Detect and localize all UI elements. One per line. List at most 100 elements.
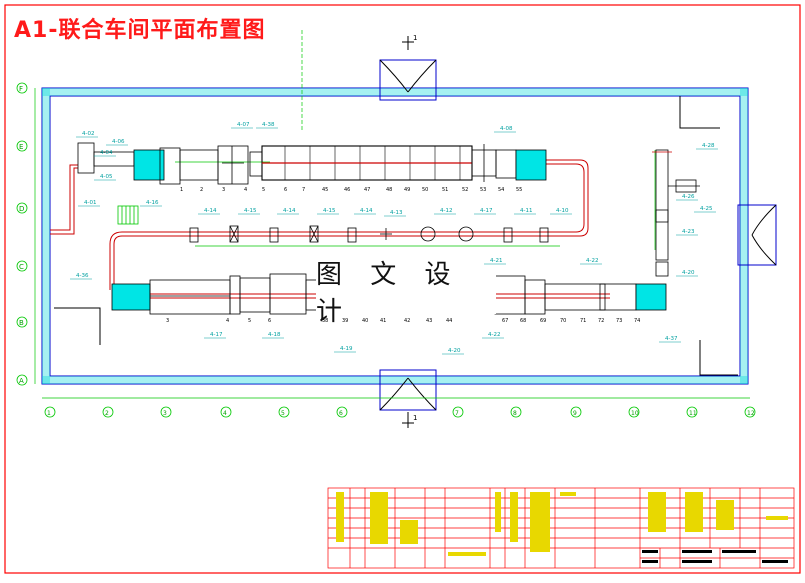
column-axis-bubble bbox=[686, 406, 698, 418]
callout-label: 4-20 bbox=[448, 348, 461, 354]
callout-label: 4-21 bbox=[490, 258, 502, 264]
station-number: 6 bbox=[268, 318, 271, 324]
station-number: 72 bbox=[598, 318, 604, 324]
callout-label: 4-12 bbox=[440, 208, 452, 214]
column-axis-label: 5 bbox=[281, 410, 285, 417]
middle-equipment-row bbox=[117, 205, 549, 243]
column-axis-bubble bbox=[160, 406, 172, 418]
station-number: 54 bbox=[498, 187, 504, 193]
callout-label: 4-13 bbox=[390, 210, 403, 216]
callout-label: 4-14 bbox=[283, 208, 296, 214]
column-axis-label: 3 bbox=[163, 410, 167, 417]
callout-label: 4-20 bbox=[682, 270, 695, 276]
column-axis-bubble bbox=[510, 406, 522, 418]
station-number: 68 bbox=[520, 318, 526, 324]
sheet-frame bbox=[4, 4, 801, 574]
column-axis-label: 8 bbox=[513, 410, 517, 417]
column-axis-bubble bbox=[336, 406, 348, 418]
station-number: 41 bbox=[380, 318, 386, 324]
corner-doors bbox=[54, 96, 738, 376]
station-number: 53 bbox=[480, 187, 486, 193]
row-axis-bubble bbox=[16, 260, 28, 272]
station-number: 6 bbox=[284, 187, 287, 193]
row-axis-label: C bbox=[19, 263, 24, 271]
station-number: 51 bbox=[442, 187, 448, 193]
station-number: 50 bbox=[422, 187, 428, 193]
callout-label: 4-15 bbox=[323, 208, 336, 214]
station-number: 48 bbox=[386, 187, 392, 193]
station-number: 70 bbox=[560, 318, 566, 324]
grid-axes bbox=[34, 30, 750, 399]
callout-label: 4-25 bbox=[700, 206, 713, 212]
station-number: 47 bbox=[364, 187, 370, 193]
station-number: 71 bbox=[580, 318, 586, 324]
row-axis-bubble bbox=[16, 140, 28, 152]
station-number: 55 bbox=[516, 187, 522, 193]
top-door bbox=[379, 59, 437, 101]
row-axis-label: F bbox=[19, 85, 23, 93]
station-number: 74 bbox=[634, 318, 640, 324]
callout-label: 4-14 bbox=[360, 208, 373, 214]
section-label-bottom: 1 bbox=[413, 414, 417, 422]
callout-label: 4-11 bbox=[520, 208, 532, 214]
station-number: 4 bbox=[244, 187, 247, 193]
row-axis-label: B bbox=[19, 319, 24, 327]
station-number: 38 bbox=[322, 318, 328, 324]
column-axis-bubble bbox=[570, 406, 582, 418]
station-number: 67 bbox=[502, 318, 508, 324]
station-number: 3 bbox=[222, 187, 225, 193]
column-axis-bubble bbox=[628, 406, 640, 418]
section-label-top: 1 bbox=[413, 34, 417, 42]
station-number: 73 bbox=[616, 318, 622, 324]
callout-label: 4-23 bbox=[682, 229, 695, 235]
station-number: 44 bbox=[446, 318, 452, 324]
row-axis-label: A bbox=[19, 377, 24, 385]
callout-label: 4-38 bbox=[262, 122, 275, 128]
callout-label: 4-17 bbox=[210, 332, 223, 338]
column-axis-bubble bbox=[278, 406, 290, 418]
column-axis-bubble bbox=[44, 406, 56, 418]
callout-label: 4-01 bbox=[84, 200, 96, 206]
callout-label: 4-15 bbox=[244, 208, 257, 214]
station-number: 42 bbox=[404, 318, 410, 324]
station-number: 3 bbox=[166, 318, 169, 324]
callout-label: 4-19 bbox=[340, 346, 353, 352]
station-number: 40 bbox=[362, 318, 368, 324]
bottom-door bbox=[379, 369, 437, 411]
column-axis-label: 4 bbox=[223, 410, 227, 417]
row-axis-bubble bbox=[16, 316, 28, 328]
station-number: 49 bbox=[404, 187, 410, 193]
callout-label: 4-04 bbox=[100, 150, 113, 156]
column-axis-label: 12 bbox=[747, 410, 755, 417]
row-axis-bubble bbox=[16, 202, 28, 214]
watermark-text: 图 文 设 计 bbox=[316, 260, 496, 327]
column-axis-label: 7 bbox=[455, 410, 459, 417]
title-block-fills bbox=[336, 492, 788, 556]
column-axis-label: 11 bbox=[689, 410, 697, 417]
title-block-labels bbox=[642, 550, 788, 563]
callout-label: 4-10 bbox=[556, 208, 569, 214]
right-door bbox=[737, 204, 777, 266]
station-number: 2 bbox=[200, 187, 203, 193]
callout-label: 4-18 bbox=[268, 332, 281, 338]
section-marker-top: 1 bbox=[402, 34, 417, 50]
station-number: 45 bbox=[322, 187, 328, 193]
station-number: 5 bbox=[262, 187, 265, 193]
row-axis-bubble bbox=[16, 374, 28, 386]
station-number: 39 bbox=[342, 318, 348, 324]
section-marker-bottom: 1 bbox=[402, 412, 417, 428]
callout-label: 4-05 bbox=[100, 174, 113, 180]
column-axis-label: 6 bbox=[339, 410, 343, 417]
right-equipment bbox=[652, 149, 700, 277]
station-number: 69 bbox=[540, 318, 546, 324]
station-number: 7 bbox=[302, 187, 305, 193]
drawing-title: A1-联合车间平面布置图 bbox=[14, 18, 266, 43]
station-number: 4 bbox=[226, 318, 229, 324]
upper-production-line bbox=[77, 142, 547, 185]
callout-label: 4-02 bbox=[82, 131, 94, 137]
building-walls bbox=[41, 87, 749, 385]
